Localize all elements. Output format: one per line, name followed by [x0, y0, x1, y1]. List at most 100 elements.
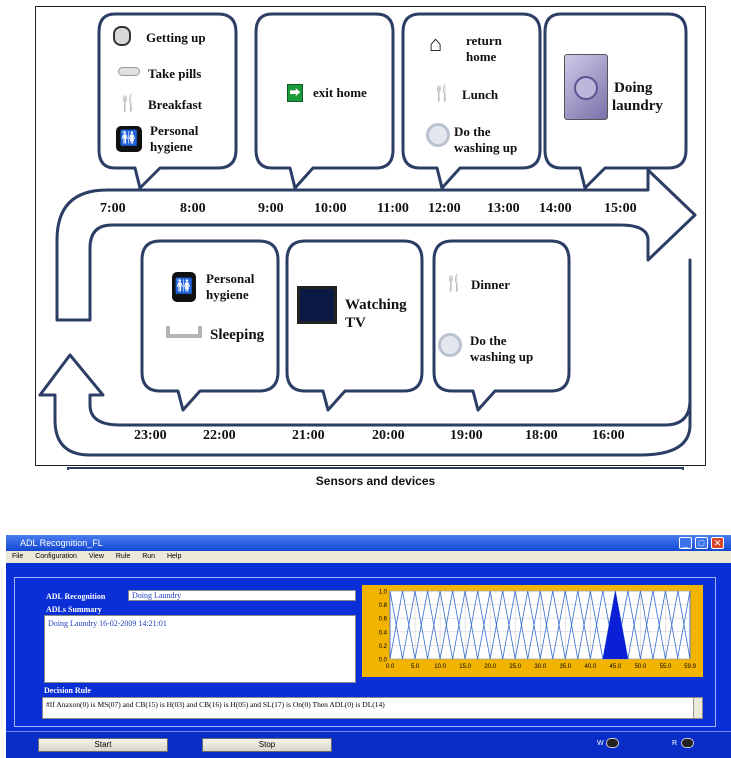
restroom-icon: 🚻 [116, 126, 142, 152]
activity-washing-up-midday-2: washing up [454, 140, 518, 155]
sensors-and-devices-label: Sensors and devices [315, 474, 436, 488]
membership-function-line [627, 590, 654, 660]
fork-knife-icon: 🍴 [444, 275, 464, 292]
activity-doing-laundry: Doing [614, 80, 653, 96]
time-label: 11:00 [377, 201, 409, 216]
fork-knife-icon: 🍴 [432, 85, 452, 102]
adl-recognition-field: Doing Laundry [128, 590, 356, 601]
membership-function-line [389, 590, 403, 660]
y-tick-label: 0.6 [379, 617, 388, 623]
x-tick-label: 40.0 [584, 664, 596, 670]
washing-machine-door-icon [574, 76, 598, 100]
time-label: 8:00 [180, 201, 206, 216]
activity-personal-hygiene-pm: Personal [206, 271, 255, 286]
active-membership-area [602, 591, 628, 659]
restroom-icon: 🚻 [172, 272, 196, 302]
time-label: 21:00 [292, 428, 325, 443]
fork-knife-icon: 🍴 [118, 95, 138, 112]
menu-rule[interactable]: Rule [115, 553, 131, 560]
x-tick-label: 45.0 [610, 664, 622, 670]
home-icon: ⌂ [429, 31, 443, 56]
membership-function-line [514, 590, 541, 660]
y-tick-label: 0.4 [379, 630, 388, 636]
time-label: 19:00 [450, 428, 483, 443]
activity-personal-hygiene-am-2: hygiene [150, 139, 193, 154]
membership-function-line [402, 590, 428, 660]
membership-function-line [527, 590, 554, 660]
menu-run[interactable]: Run [142, 553, 156, 560]
membership-function-line [577, 590, 604, 660]
membership-function-line [439, 590, 466, 660]
menu-view[interactable]: View [88, 553, 104, 560]
alarm-clock-icon [113, 26, 131, 46]
window-titlebar: ADL Recognition_FL [6, 535, 731, 551]
activity-breakfast: Breakfast [148, 97, 202, 112]
tv-icon [297, 286, 337, 324]
y-tick-label: 0.8 [379, 603, 388, 609]
close-button[interactable]: ✕ [711, 537, 724, 549]
exit-door-icon: ⮕ [287, 84, 303, 102]
membership-function-line [502, 590, 529, 660]
membership-function-line [652, 590, 679, 660]
membership-function-line [489, 590, 516, 660]
minimize-button[interactable]: _ [679, 537, 692, 549]
y-tick-label: 0.2 [379, 644, 388, 650]
adl-diagram [35, 6, 706, 466]
activity-personal-hygiene-am: Personal [150, 123, 199, 138]
activity-washing-up-evening-2: washing up [470, 349, 534, 364]
decision-rule-scrollbar[interactable] [693, 698, 702, 718]
activity-dinner: Dinner [471, 277, 510, 292]
x-tick-label: 10.0 [434, 664, 446, 670]
time-label: 10:00 [314, 201, 347, 216]
time-label: 16:00 [592, 428, 625, 443]
w-indicator-label: W [597, 740, 604, 747]
activity-sleeping: Sleeping [210, 327, 265, 343]
menu-file[interactable]: File [12, 553, 24, 560]
x-tick-label: 55.0 [660, 664, 672, 670]
membership-function-line [665, 590, 691, 660]
adl-recognition-window: ADL Recognition_FL _ □ ✕ File Configurat… [6, 535, 731, 758]
r-indicator-label: R [672, 740, 678, 747]
start-button[interactable]: Start [38, 738, 168, 752]
activity-lunch: Lunch [462, 87, 499, 102]
time-label: 22:00 [203, 428, 236, 443]
membership-function-line [539, 590, 566, 660]
x-tick-label: 59.9 [684, 664, 696, 670]
membership-function-line [477, 590, 504, 660]
x-tick-label: 20.0 [484, 664, 496, 670]
activity-exit-home: exit home [313, 85, 367, 100]
pills-icon [118, 67, 140, 76]
decision-rule-label: Decision Rule [44, 686, 91, 695]
membership-function-line [552, 590, 579, 660]
time-label: 18:00 [525, 428, 558, 443]
x-tick-label: 5.0 [411, 664, 420, 670]
x-tick-label: 35.0 [559, 664, 571, 670]
maximize-button[interactable]: □ [695, 537, 708, 549]
menu-configuration[interactable]: Configuration [35, 553, 77, 560]
time-label: 20:00 [372, 428, 405, 443]
time-label: 9:00 [258, 201, 284, 216]
activity-getting-up: Getting up [146, 30, 206, 45]
x-tick-label: 30.0 [534, 664, 546, 670]
adl-recognition-label: ADL Recognition [46, 592, 106, 601]
time-label: 12:00 [428, 201, 461, 216]
menu-help[interactable]: Help [166, 553, 182, 560]
membership-function-line [564, 590, 591, 660]
main-panel [14, 577, 716, 727]
stop-button[interactable]: Stop [202, 738, 332, 752]
membership-function-line [640, 590, 666, 660]
plate-icon [426, 123, 450, 147]
plot-area [389, 590, 691, 660]
adls-summary-box: Doing Laundry 16-02-2009 14:21:01 [44, 615, 356, 683]
y-tick-label: 0.0 [379, 658, 388, 664]
membership-function-line [427, 590, 453, 660]
decision-rule-field: #If Anaxon(0) is MS(07) and CB(15) is H(… [42, 697, 703, 719]
activity-return-home: return [466, 33, 502, 48]
membership-function-line [414, 590, 441, 660]
menu-bar: File Configuration View Rule Run Help [6, 551, 731, 563]
activity-washing-up-midday: Do the [454, 124, 491, 139]
r-indicator-led [681, 738, 694, 748]
activity-doing-laundry-2: laundry [612, 98, 663, 114]
x-tick-label: 50.0 [635, 664, 647, 670]
